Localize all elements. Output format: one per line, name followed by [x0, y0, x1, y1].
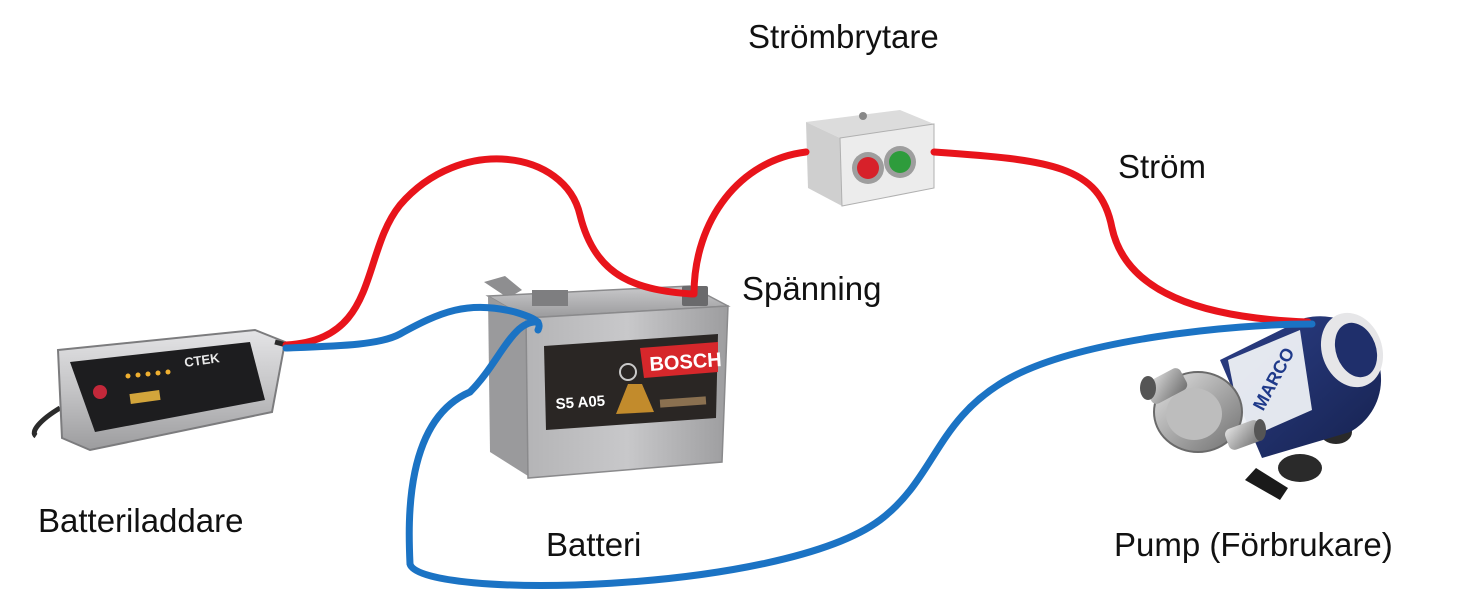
battery-brand-text: BOSCH	[649, 349, 723, 376]
red-wire-battery-to-switch	[690, 148, 810, 298]
pump-image: MARCO	[1140, 312, 1384, 500]
charger-label: Batteriladdare	[38, 502, 244, 539]
voltage-label: Spänning	[742, 270, 882, 307]
blue-wire-charger-to-battery	[282, 303, 543, 352]
wiring	[282, 148, 1316, 589]
charger-brand-text: CTEK	[183, 350, 221, 370]
battery-label: Batteri	[546, 526, 642, 563]
charger-mode-button	[93, 385, 107, 399]
current-label: Ström	[1118, 148, 1207, 185]
battery-charger-image: CTEK	[31, 328, 291, 452]
switch-box-image	[806, 110, 935, 207]
red-wire-switch-to-pump	[930, 148, 1312, 326]
switch-label: Strömbrytare	[748, 18, 939, 55]
pump-label: Pump (Förbrukare)	[1114, 526, 1393, 563]
battery-image: BOSCH S5 A05	[484, 276, 731, 479]
blue-wire-battery-to-pump	[405, 318, 1316, 589]
red-wire-charger-to-battery	[282, 155, 696, 349]
battery-model-text: S5 A05	[555, 393, 606, 413]
